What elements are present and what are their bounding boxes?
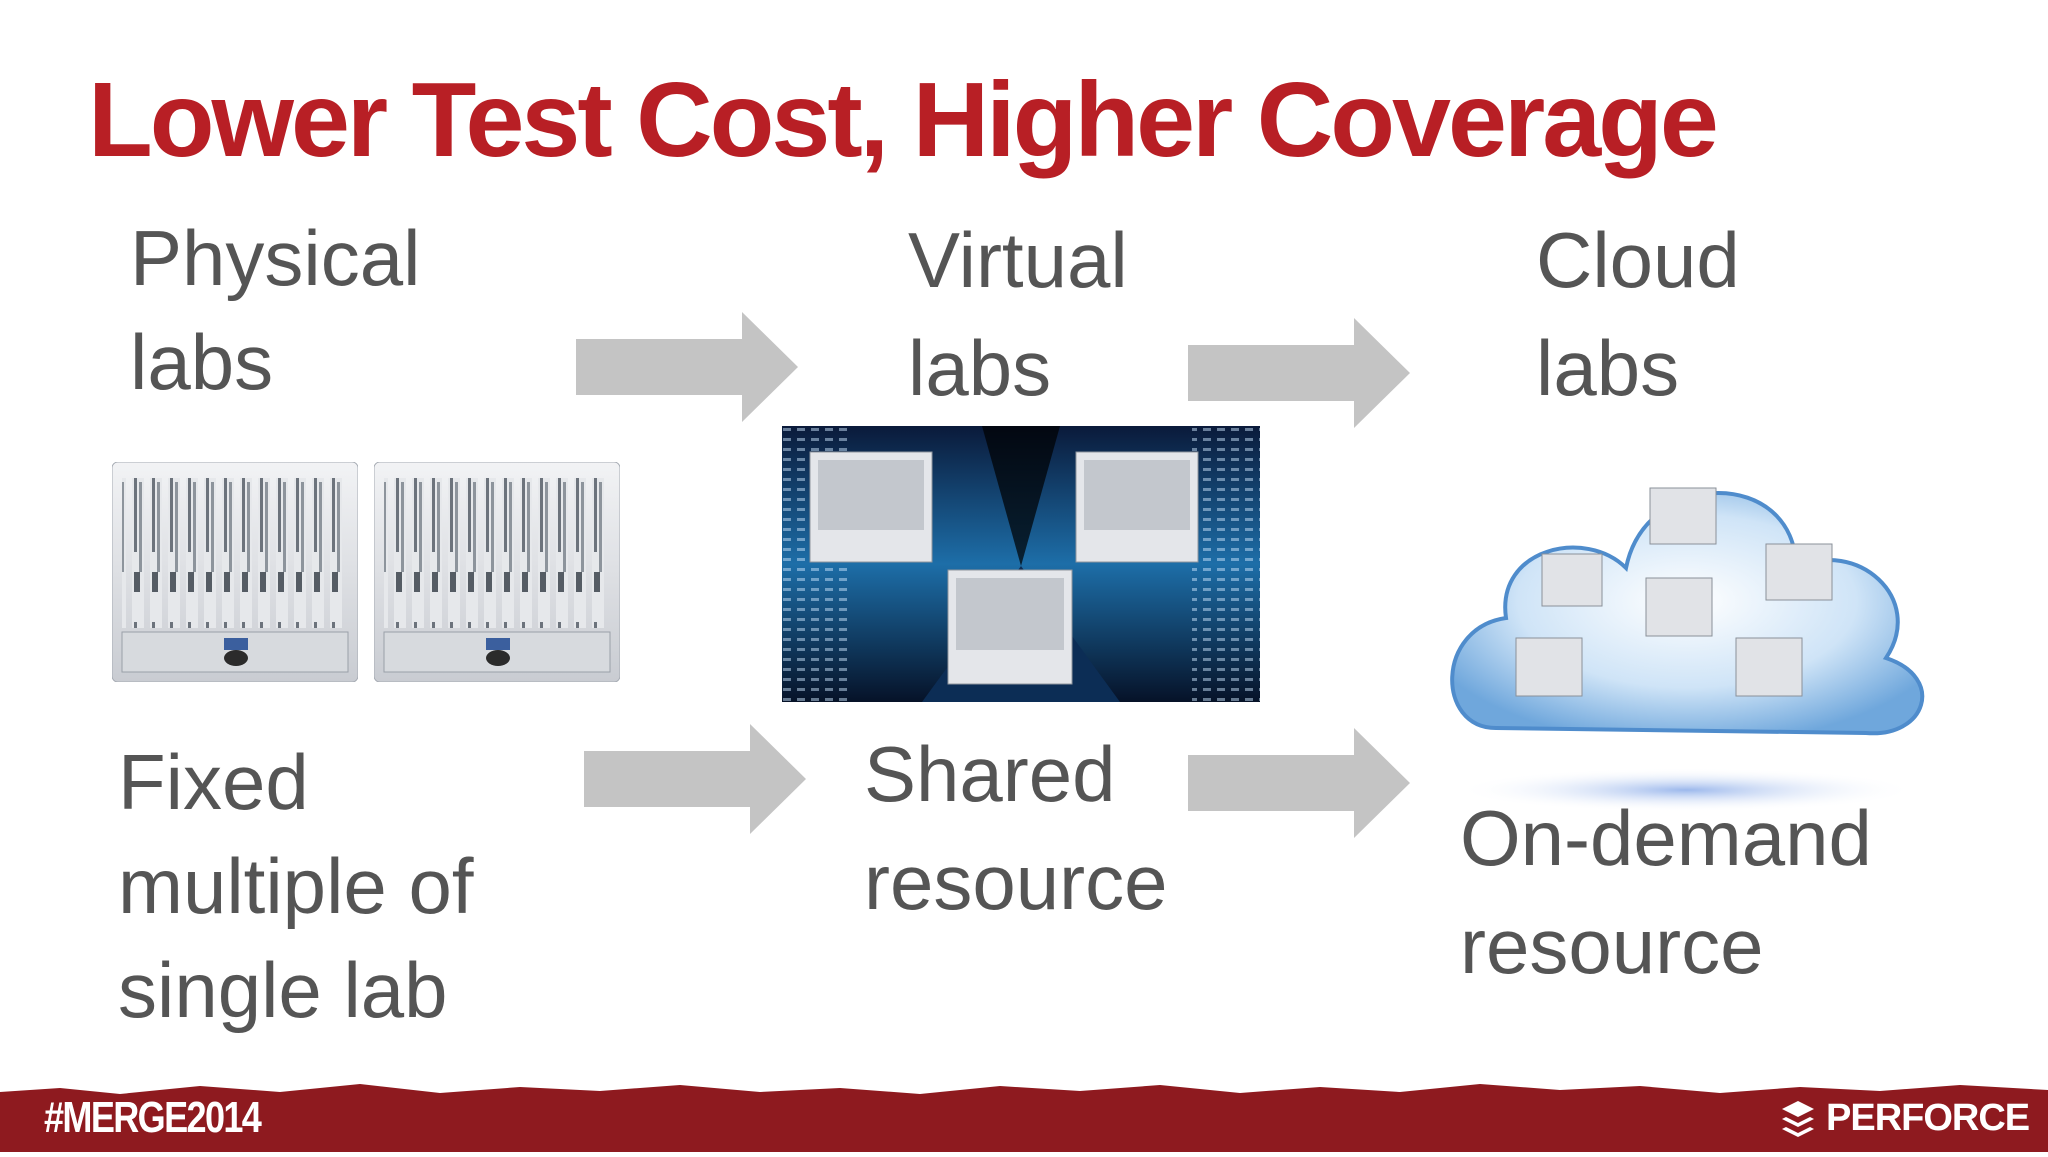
virtual-desc-line2: resource [864, 838, 1168, 926]
arrow-right-icon [1188, 728, 1410, 838]
footer-hashtag: #MERGE2014 [44, 1093, 262, 1142]
slide-title: Lower Test Cost, Higher Coverage [88, 61, 1719, 179]
perforce-logo: PERFORCE [1778, 1097, 2030, 1140]
virtual-labs-heading: Virtual labs [908, 206, 1128, 422]
physical-labs-heading: Physical labs [130, 206, 420, 414]
arrow-right-icon [1188, 318, 1410, 428]
virtual-lab-image [782, 426, 1260, 702]
perforce-stack-icon [1782, 1100, 1814, 1137]
physical-heading-line2: labs [130, 318, 274, 406]
virtual-desc-line1: Shared [864, 730, 1116, 818]
cloud-icon [1436, 428, 1936, 818]
cloud-labs-description: On-demand resource [1460, 784, 1872, 1000]
footer-band [0, 1078, 2048, 1152]
footer-brand: PERFORCE [1826, 1097, 2030, 1139]
virtual-heading-line2: labs [908, 324, 1052, 412]
cloud-heading-line1: Cloud [1536, 216, 1740, 304]
server-chassis-image [112, 462, 358, 682]
cloud-heading-line2: labs [1536, 324, 1680, 412]
cloud-desc-line2: resource [1460, 902, 1764, 990]
virtual-heading-line1: Virtual [908, 216, 1128, 304]
virtual-labs-description: Shared resource [864, 720, 1167, 936]
cloud-desc-line1: On-demand [1460, 794, 1872, 882]
physical-heading-line1: Physical [130, 214, 421, 302]
physical-desc-line2: multiple of [118, 842, 474, 930]
physical-desc-line3: single lab [118, 946, 448, 1034]
arrow-right-icon [584, 724, 806, 834]
arrow-right-icon [576, 312, 798, 422]
physical-desc-line1: Fixed [118, 738, 309, 826]
cloud-labs-heading: Cloud labs [1536, 206, 1740, 422]
server-chassis-image [374, 462, 620, 682]
physical-labs-description: Fixed multiple of single lab [118, 730, 474, 1042]
